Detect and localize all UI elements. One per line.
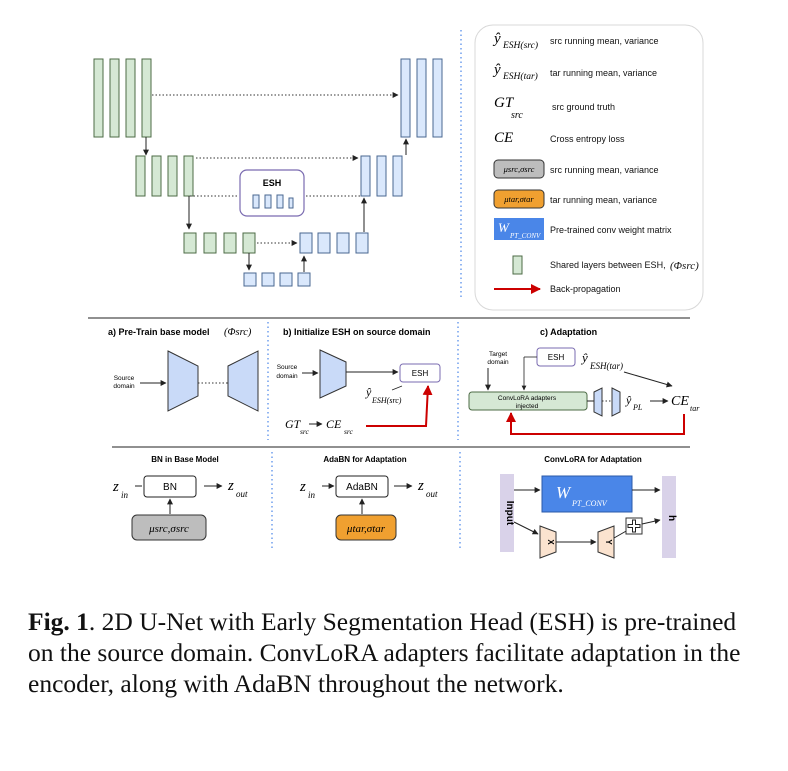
svg-text:GT: GT <box>494 95 515 111</box>
svg-text:BN: BN <box>163 482 177 493</box>
svg-text:μtar,σtar: μtar,σtar <box>503 194 534 204</box>
svg-text:ESH(src): ESH(src) <box>371 396 402 405</box>
panel-a: a) Pre-Train base model (Φsrc) Source do… <box>108 327 259 412</box>
svg-text:Back-propagation: Back-propagation <box>550 284 621 294</box>
svg-text:ŷ: ŷ <box>625 393 632 407</box>
svg-text:CE: CE <box>494 130 513 146</box>
svg-text:domain: domain <box>276 373 298 380</box>
svg-text:(Φsrc): (Φsrc) <box>224 327 252 338</box>
legend-ce: CE Cross entropy loss <box>494 130 625 146</box>
bn-base: BN in Base Model z in BN z out μsrc,σsrc <box>112 455 248 541</box>
unet-diagram: ESH <box>93 58 443 287</box>
svg-text:CE: CE <box>326 417 342 431</box>
svg-text:Cross entropy loss: Cross entropy loss <box>550 134 625 144</box>
svg-text:ESH: ESH <box>548 353 565 362</box>
encoder-level-2 <box>135 155 194 197</box>
svg-text:tar running mean, variance: tar running mean, variance <box>550 195 657 205</box>
svg-text:ConvLoRA for Adaptation: ConvLoRA for Adaptation <box>544 455 642 464</box>
svg-text:src: src <box>511 110 523 121</box>
svg-text:W: W <box>556 483 572 502</box>
decoder-level-3 <box>299 232 369 254</box>
svg-text:c) Adaptation: c) Adaptation <box>540 327 597 337</box>
svg-text:Source: Source <box>277 364 298 371</box>
legend-gt: GT src src ground truth <box>494 95 615 121</box>
svg-text:μtar,σtar: μtar,σtar <box>346 523 386 535</box>
svg-text:Y: Y <box>604 539 613 545</box>
svg-text:Target: Target <box>489 351 507 358</box>
svg-text:ESH(src): ESH(src) <box>502 40 538 51</box>
svg-text:Pre-trained conv weight matrix: Pre-trained conv weight matrix <box>550 225 672 235</box>
svg-text:h: h <box>666 515 677 521</box>
svg-text:z: z <box>112 479 119 495</box>
decoder-level-1 <box>400 58 443 138</box>
svg-text:ConvLoRA adapters: ConvLoRA adapters <box>498 395 557 402</box>
svg-text:GT: GT <box>285 417 302 431</box>
adabn: AdaBN for Adaptation z in AdaBN z out μt… <box>299 455 438 541</box>
svg-text:z: z <box>227 478 234 494</box>
svg-text:μsrc,σsrc: μsrc,σsrc <box>148 523 189 535</box>
svg-text:W: W <box>498 220 510 235</box>
legend-shared: Shared layers between ESH, (Φsrc) <box>512 255 699 275</box>
svg-text:tar: tar <box>690 404 700 413</box>
svg-text:BN in Base Model: BN in Base Model <box>151 455 219 464</box>
caption-text: . 2D U-Net with Early Segmentation Head … <box>28 607 741 698</box>
svg-text:z: z <box>417 478 424 494</box>
legend-y-tar: ŷ ESH(tar) tar running mean, variance <box>492 62 657 82</box>
svg-text:injected: injected <box>516 403 539 410</box>
legend-backprop: Back-propagation <box>494 284 621 294</box>
svg-text:src running mean, variance: src running mean, variance <box>550 36 659 46</box>
svg-text:ŷ: ŷ <box>580 350 588 365</box>
svg-text:src running mean, variance: src running mean, variance <box>550 165 659 175</box>
svg-text:domain: domain <box>487 359 509 366</box>
svg-text:domain: domain <box>113 383 135 390</box>
legend-weight: W PT_CONV Pre-trained conv weight matrix <box>494 218 672 240</box>
svg-text:in: in <box>308 490 316 500</box>
svg-text:ESH(tar): ESH(tar) <box>502 71 538 82</box>
svg-text:ŷ: ŷ <box>492 62 501 78</box>
svg-text:b) Initialize ESH on source do: b) Initialize ESH on source domain <box>283 327 431 337</box>
decoder-level-2 <box>360 155 403 197</box>
svg-text:out: out <box>426 489 438 499</box>
svg-text:CE: CE <box>671 394 689 409</box>
svg-text:PT_CONV: PT_CONV <box>509 232 541 240</box>
svg-text:out: out <box>236 489 248 499</box>
figure: ESH <box>88 24 704 559</box>
legend: ŷ ESH(src) src running mean, variance ŷ … <box>474 24 704 311</box>
svg-text:tar running mean, variance: tar running mean, variance <box>550 68 657 78</box>
encoder-level-3 <box>183 232 256 254</box>
unet-esh: ESH <box>239 169 305 217</box>
svg-text:PL: PL <box>632 403 643 412</box>
plus-icon <box>625 517 643 535</box>
legend-mu-src: μsrc,σsrc src running mean, variance <box>493 159 659 179</box>
unet-esh-label: ESH <box>263 178 282 188</box>
svg-text:src ground truth: src ground truth <box>552 102 615 112</box>
svg-text:Source: Source <box>114 375 135 382</box>
bottleneck <box>243 272 311 287</box>
panel-c: c) Adaptation Target domain ConvLoRA ada… <box>468 327 700 435</box>
svg-text:a) Pre-Train base model: a) Pre-Train base model <box>108 327 210 337</box>
svg-text:AdaBN: AdaBN <box>346 482 378 493</box>
panel-b: b) Initialize ESH on source domain Sourc… <box>276 327 441 436</box>
legend-mu-tar: μtar,σtar tar running mean, variance <box>493 189 657 209</box>
encoder-level-1 <box>93 58 152 138</box>
svg-text:z: z <box>299 479 306 495</box>
convlora: ConvLoRA for Adaptation Input W PT_CONV … <box>500 455 677 559</box>
svg-text:(Φsrc): (Φsrc) <box>670 260 699 272</box>
svg-text:src: src <box>300 427 310 436</box>
figure-caption: Fig. 1. 2D U-Net with Early Segmentation… <box>28 606 768 699</box>
svg-text:ESH(tar): ESH(tar) <box>589 361 623 371</box>
svg-text:μsrc,σsrc: μsrc,σsrc <box>503 164 535 174</box>
legend-y-src: ŷ ESH(src) src running mean, variance <box>492 31 659 51</box>
svg-text:Input: Input <box>504 501 515 526</box>
svg-text:src: src <box>344 427 354 436</box>
svg-text:PT_CONV: PT_CONV <box>571 499 608 508</box>
svg-text:Shared layers between ESH,: Shared layers between ESH, <box>550 260 666 270</box>
svg-text:ŷ: ŷ <box>365 385 372 399</box>
caption-label: Fig. 1 <box>28 607 89 636</box>
svg-text:ŷ: ŷ <box>492 31 501 47</box>
svg-text:ESH: ESH <box>412 369 429 378</box>
svg-text:X: X <box>546 539 555 545</box>
svg-text:in: in <box>121 490 129 500</box>
svg-text:AdaBN for Adaptation: AdaBN for Adaptation <box>323 455 406 464</box>
